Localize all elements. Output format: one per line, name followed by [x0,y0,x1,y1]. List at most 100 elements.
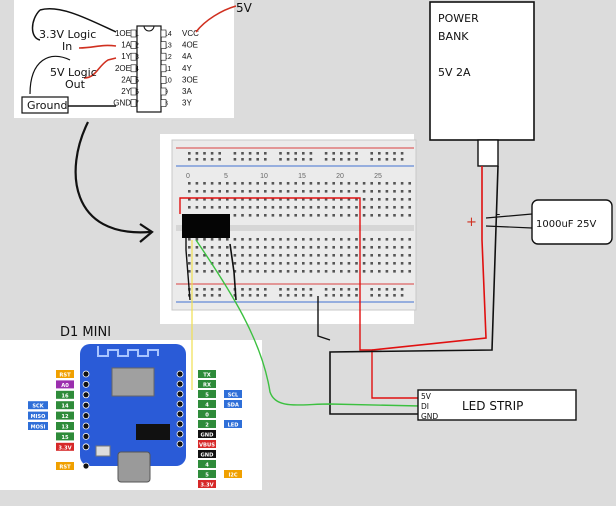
breadboard-hole [355,294,358,297]
breadboard-hole [324,246,328,249]
breadboard-hole [286,254,290,257]
d1-right-pin-badge [198,460,216,468]
d1-right-pin-label: 0 [205,413,209,419]
breadboard-hole [233,158,237,161]
breadboard-hole [400,294,404,297]
d1-pin-hole [176,410,184,418]
ic-pin-leg [160,29,167,38]
breadboard-hole [340,158,343,161]
reset-button[interactable] [95,445,111,457]
breadboard-hole [370,288,373,291]
d1-right-pin-alt-badge [224,390,242,398]
breadboard-hole [203,198,206,201]
breadboard-hole [385,182,389,185]
breadboard-hole [393,158,396,161]
breadboard-hole [188,246,191,249]
breadboard-hole [340,288,343,291]
breadboard-hole [256,158,259,161]
breadboard-hole [203,152,206,155]
ic-2oe-wire [29,55,71,95]
breadboard-hole [294,262,297,265]
breadboard-hole [347,288,351,291]
breadboard-hole [241,294,244,297]
breadboard-hole [400,198,404,201]
breadboard-hole [317,270,320,273]
ic-vcc-5v-label: 5V [236,1,253,15]
breadboard-hole [248,198,252,201]
breadboard-hole [355,182,358,185]
breadboard-hole [400,206,404,209]
d1-pin-hole [82,422,90,430]
d1-left-pin-alt-label: MOSI [31,425,46,431]
breadboard-hole [218,152,221,155]
breadboard-hole [233,246,237,249]
breadboard-hole [408,190,411,193]
ic-right-pin-name: 4A [182,52,192,61]
breadboard-hole [400,288,404,291]
d1-right-pin-alt-badge [224,470,242,478]
ic-pin-leg [130,87,137,96]
breadboard-hole [203,262,206,265]
breadboard-hole [226,254,229,257]
breadboard-hole [210,206,214,209]
breadboard-hole [370,262,373,265]
breadboard-hole [248,238,252,241]
d1-mini-panel: D1 MINI RSTA01614SCK12MISO13MOSI153.3VRS… [0,325,262,490]
breadboard-hole [279,246,282,249]
breadboard-hole [378,254,381,257]
breadboard-hole [248,206,252,209]
ic-label-33v-logic: 3.3V Logic [39,28,96,41]
breadboard-hole [408,246,411,249]
breadboard-holes [188,152,411,297]
d1-left-pin-label: 12 [61,414,69,420]
breadboard-hole [340,238,343,241]
breadboard-hole [393,198,396,201]
ic-label-out: Out [65,78,86,91]
breadboard-hole [332,294,335,297]
ic-right-pin-number: 13 [164,43,172,50]
breadboard-hole [233,262,237,265]
breadboard-hole [324,270,328,273]
breadboard-hole [385,152,389,155]
breadboard-hole [362,270,366,273]
breadboard-hole [188,262,191,265]
d1-left-pin-label: 16 [61,393,69,399]
breadboard-hole [241,206,244,209]
breadboard-hole [324,158,328,161]
breadboard-hole [393,190,396,193]
d1-left-pin-alt-badge [28,422,48,430]
d1-pin-hole [176,370,184,378]
breadboard-hole [271,206,275,209]
d1-pin-hole [176,420,184,428]
breadboard-hole [362,190,366,193]
breadboard-hole [195,182,199,185]
breadboard-hole [385,254,389,257]
d1-right-pin-badge [198,440,216,448]
breadboard-hole [408,198,411,201]
esp-shield-can [111,367,155,397]
breadboard-hole [385,270,389,273]
breadboard-hole [294,190,297,193]
breadboard-hole [302,246,305,249]
breadboard-hole [241,182,244,185]
breadboard-hole [302,270,305,273]
breadboard-hole [218,262,221,265]
led-strip: 5V DI GND LED STRIP [417,389,577,421]
breadboard-hole [400,246,404,249]
breadboard-hole [378,182,381,185]
ic-pin-leg [130,76,137,84]
breadboard-hole [264,238,267,241]
d1-left-pin-badge [56,380,74,389]
breadboard-hole [340,254,343,257]
breadboard-hole [203,158,206,161]
breadboard-hole [203,246,206,249]
breadboard-hole [324,238,328,241]
d1-right-pin-label: GND [201,453,215,459]
d1-right-pin-badge [198,480,216,488]
power-bank-title-2: BANK [438,30,469,43]
d1-pin-hole [176,380,184,388]
breadboard-hole [362,262,366,265]
wire-ic-oe [185,238,191,301]
ic-right-pin-number: 12 [164,54,172,61]
